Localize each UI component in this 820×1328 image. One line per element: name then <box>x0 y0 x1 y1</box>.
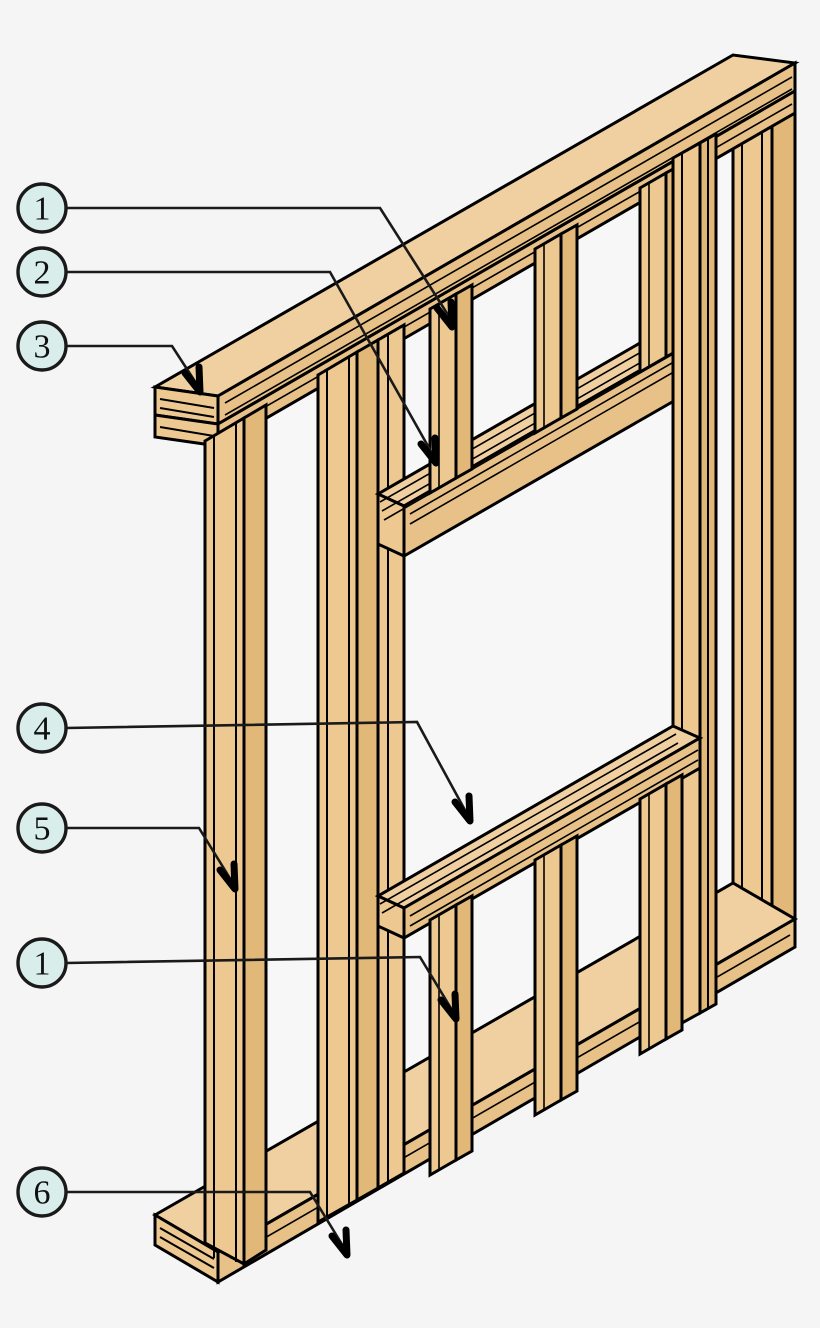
callout-circle <box>16 937 68 989</box>
cripple-stud-below-3 <box>638 772 684 1057</box>
rough-sill <box>374 724 704 941</box>
arrow-1-lower-icon <box>437 990 460 1023</box>
stud-2 <box>316 337 380 1225</box>
callout-1-lower[interactable]: 1cripple stud below sill <box>16 937 68 989</box>
arrow-heads <box>181 298 474 1259</box>
king-stud-left <box>376 322 406 1191</box>
cripple-studs-below-sill <box>428 772 684 1178</box>
arrow-1-upper-icon <box>433 298 456 331</box>
cripple-stud-below-2 <box>533 833 579 1118</box>
leader-line-callout-3 <box>66 344 198 384</box>
callout-circle <box>16 802 68 854</box>
callout-number: 5 <box>34 811 51 848</box>
leader-line-callout-4 <box>65 720 468 813</box>
leader-lines <box>65 206 468 1247</box>
callout-number: 2 <box>34 255 51 292</box>
callout-5[interactable]: 5stud <box>16 802 68 854</box>
cripple-stud-below-1 <box>428 893 474 1178</box>
callout-badges: 1cripple stud above header 2header 3top pl… <box>16 182 68 1218</box>
callout-circle <box>16 182 68 234</box>
callout-2[interactable]: 2header <box>16 246 68 298</box>
end-stud-right <box>731 62 797 950</box>
callout-4[interactable]: 4rough sill <box>16 702 68 754</box>
callout-3[interactable]: 3top plate <box>16 320 68 372</box>
callout-circle <box>16 702 68 754</box>
callout-circle <box>16 1166 68 1218</box>
callout-number: 4 <box>34 711 51 748</box>
callout-1-upper[interactable]: 1cripple stud above header <box>16 182 68 234</box>
callout-circle <box>16 320 68 372</box>
end-stud-left <box>203 402 268 1267</box>
callout-number: 1 <box>34 191 51 228</box>
arrow-5-icon <box>216 860 239 893</box>
arrow-4-icon <box>451 792 474 825</box>
leader-line-callout-1-upper <box>66 206 452 319</box>
leader-line-callout-5 <box>66 826 233 881</box>
callout-number: 3 <box>34 329 51 366</box>
leader-line-callout-2 <box>66 270 435 456</box>
callout-number: 1 <box>34 946 51 983</box>
callout-number: 6 <box>34 1175 51 1212</box>
arrow-2-icon <box>417 434 440 467</box>
leader-line-callout-1-lower <box>65 955 454 1011</box>
callout-circle <box>16 246 68 298</box>
leader-line-callout-6 <box>66 1190 345 1247</box>
callout-6[interactable]: 6bottom plate <box>16 1166 68 1218</box>
arrow-3-icon <box>181 363 204 396</box>
arrow-6-icon <box>328 1226 351 1259</box>
cripple-stud-above-2 <box>533 222 579 436</box>
